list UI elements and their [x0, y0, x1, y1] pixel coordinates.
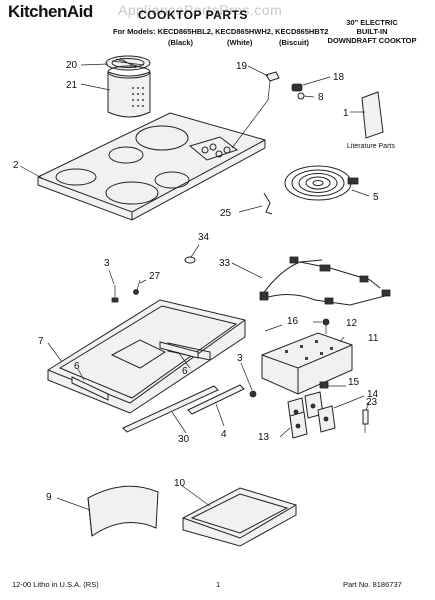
- models-line: For Models: KECD865HBL2, KECD865HWH2, KE…: [113, 27, 329, 36]
- surface-element-part: [284, 165, 359, 201]
- relay-part: [319, 381, 329, 389]
- trim-rail-4-part: [187, 384, 245, 415]
- variant-black: (Black): [168, 38, 194, 47]
- cooktop-tray-part: [47, 299, 246, 414]
- description-line-1: 30" ELECTRIC: [346, 18, 398, 27]
- callout-3-right: 3: [237, 353, 243, 364]
- duct-part: [87, 485, 159, 537]
- callout-30: 30: [178, 434, 190, 445]
- description-line-3: DOWNDRAFT COOKTOP: [327, 36, 417, 45]
- literature-label: Literature Parts: [347, 143, 395, 150]
- drip-tray-part: [182, 487, 297, 547]
- callout-34: 34: [198, 232, 210, 243]
- control-box-part: [261, 332, 353, 395]
- callout-14: 14: [367, 389, 379, 400]
- callout-2: 2: [13, 160, 19, 171]
- brand-logo: KitchenAid: [8, 2, 93, 21]
- callout-6-right: 6: [182, 366, 188, 377]
- literature-parts-booklet: [361, 91, 384, 139]
- screw-3-right-part: [249, 390, 257, 398]
- variant-white: (White): [227, 38, 253, 47]
- callout-11: 11: [368, 333, 379, 344]
- leader-lines: [19, 63, 370, 511]
- callout-27: 27: [149, 271, 161, 282]
- callout-23: 23: [366, 397, 378, 408]
- callout-15: 15: [348, 377, 360, 388]
- callout-10: 10: [174, 478, 186, 489]
- callout-33: 33: [219, 258, 231, 269]
- bracket-left-part: [71, 376, 109, 401]
- trim-rail-30-part: [122, 385, 219, 433]
- callout-16: 16: [287, 316, 299, 327]
- product-description: 30" ELECTRIC BUILT-IN DOWNDRAFT COOKTOP: [324, 18, 420, 45]
- callout-3-top: 3: [104, 258, 110, 269]
- infinite-switches-part: [287, 391, 336, 439]
- page-title: COOKTOP PARTS: [138, 8, 248, 22]
- callout-13: 13: [258, 432, 270, 443]
- callout-21: 21: [66, 80, 78, 91]
- spacer-part: [297, 92, 305, 100]
- callout-5: 5: [373, 192, 379, 203]
- callout-8: 8: [318, 92, 324, 103]
- callout-7: 7: [38, 336, 44, 347]
- footer-part-number: Part No. 8186737: [343, 580, 402, 589]
- callout-20: 20: [66, 60, 78, 71]
- callout-25: 25: [220, 208, 232, 219]
- cooktop-glass-part: [37, 112, 266, 221]
- callout-4: 4: [221, 429, 227, 440]
- callout-1: 1: [343, 108, 349, 119]
- bracket-right-part: [159, 341, 199, 359]
- switch-part: [291, 83, 303, 92]
- callout-19: 19: [236, 61, 248, 72]
- indicator-light-part: [362, 409, 369, 433]
- description-line-2: BUILT-IN: [356, 27, 388, 36]
- vent-grille-part: [107, 65, 151, 118]
- element-clip-part: [263, 192, 273, 215]
- page-number: 1: [216, 580, 221, 589]
- footer-print-info: 12-00 Litho in U.S.A. (RS): [12, 580, 99, 589]
- wiring-harness-part: [259, 256, 391, 306]
- callout-12: 12: [346, 318, 358, 329]
- watermark: AppliancePartsPros.com: [118, 2, 283, 18]
- screw-part: [111, 279, 141, 303]
- knob-part: [265, 71, 280, 82]
- variant-biscuit: (Biscuit): [279, 38, 309, 47]
- callout-18: 18: [333, 72, 345, 83]
- callout-9: 9: [46, 492, 52, 503]
- grommet-part: [184, 256, 196, 264]
- callout-6-left: 6: [74, 361, 80, 372]
- screw-12-part: [322, 318, 330, 334]
